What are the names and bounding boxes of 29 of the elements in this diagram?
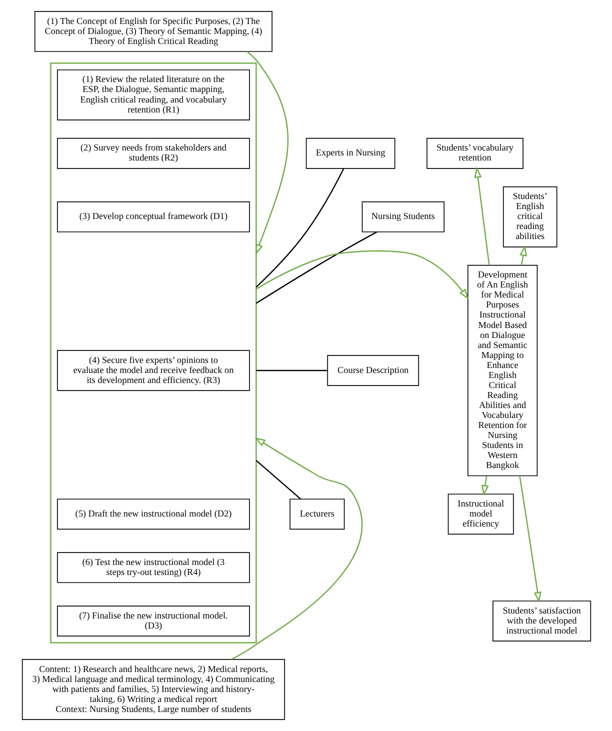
node-box: (5) Draft the new instructional model (D2) (56, 498, 250, 530)
node-box: Instructional model efficiency (447, 494, 514, 535)
cluster (50, 62, 256, 644)
node-box: (7) Finalise the new instructional model. (D3) (56, 606, 250, 636)
connector (255, 460, 301, 500)
node-box: Students’ vocabulary retention (426, 138, 523, 169)
arrow (474, 166, 490, 266)
node-box: Students’ English critical reading abilities (502, 186, 557, 248)
node-box: Content: 1) Research and healthcare news, 2) Medical reports, 3) Medical language and medical terminology, 4) Communicating with patients and families, 5) Interviewing and history-taking, 6) Writing a medical report Context: Nursing Students, Large number of students (21, 659, 284, 720)
node-box: Experts in Nursing (305, 138, 395, 169)
node-box: (2) Survey needs from stakeholders and students (R2) (56, 138, 250, 169)
node-box: Development of An English for Medical Purposes Instructional Model Based on Dialogue and Semantic Mapping to Enhance English Critical Reading Abilities and Vocabulary Retention for Nursing Students in Western Bangkok (466, 264, 538, 476)
node-box: Students’ satisfaction with the developed instructional model (492, 600, 591, 642)
arrow (230, 437, 362, 660)
node-box: (3) Develop conceptual framework (D1) (56, 201, 250, 232)
node-box: Lecturers (289, 498, 344, 530)
connector (255, 168, 344, 288)
arrow (518, 245, 526, 266)
node-box: Course Description (326, 355, 419, 386)
node-box: (4) Secure five experts’ opinions to evaluate the model and receive feedback on its development and efficiency. (R3) (56, 350, 250, 391)
node-box: Nursing Students (361, 201, 444, 232)
arrow (518, 476, 541, 603)
arrow (480, 476, 488, 496)
node-box: (6) Test the new instructional model (3 steps try-out testing) (R4) (56, 552, 250, 584)
arrow (255, 250, 468, 300)
connector (255, 231, 377, 304)
node-box: (1) Review the related literature on the ESP, the Dialogue, Semantic mapping, English critical reading, and vocabulary retention (R1) (56, 69, 250, 120)
node-box: (1) The Concept of English for Specific Purposes, (2) The Concept of Dialogue, (3) Theory of Semantic Mapping, (4) Theory of English Critical Reading (34, 10, 272, 52)
connector (256, 370, 327, 372)
